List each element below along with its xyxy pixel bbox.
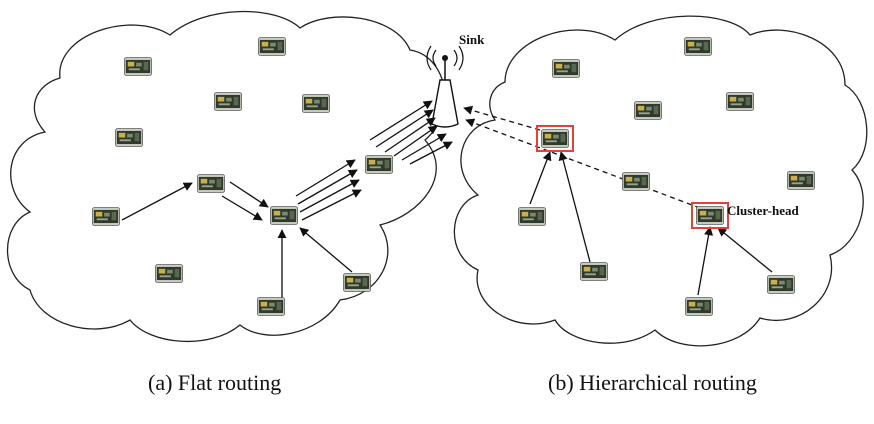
diagram-canvas: Sink — [7, 10, 868, 347]
dashed-arrow-to-sink — [465, 118, 701, 209]
sensor-node-icon — [787, 171, 815, 190]
sensor-node-icon — [634, 101, 662, 120]
hierarchical-routing-arrows — [463, 105, 773, 296]
sensor-node-icon — [685, 297, 713, 316]
member-arrow — [529, 151, 552, 205]
flat-arrow — [384, 117, 436, 153]
flat-routing-arrows — [121, 100, 453, 298]
sensor-node-icon — [580, 262, 608, 281]
member-arrow — [697, 226, 714, 296]
sensor-node-icon — [622, 172, 650, 191]
cluster-head-label: Cluster-head — [727, 203, 800, 218]
flat-arrow — [297, 169, 358, 205]
flat-arrow — [401, 133, 447, 161]
sensor-node-icon — [541, 129, 569, 148]
flat-arrow — [229, 181, 269, 208]
sensor-node-icon — [518, 207, 546, 226]
sensor-node-icon — [214, 92, 242, 111]
sensor-node-icon — [365, 155, 393, 174]
flat-arrow — [409, 141, 453, 165]
cluster-head-node — [536, 125, 574, 152]
flat-arrow — [299, 179, 360, 213]
network-cloud-flat — [7, 10, 446, 342]
sensor-node-icon — [197, 174, 225, 193]
sensor-node-icon — [92, 207, 120, 226]
member-arrow — [558, 151, 591, 263]
flat-arrow — [299, 227, 353, 273]
flat-arrow — [393, 125, 438, 157]
sensor-node-icon — [124, 57, 152, 76]
sensor-node-icon — [155, 264, 183, 283]
flat-arrow — [121, 182, 193, 221]
sensor-node-icon — [552, 59, 580, 78]
cluster-head-node — [691, 202, 729, 229]
sink-label: Sink — [459, 32, 485, 47]
sensor-node-icon — [696, 206, 724, 225]
flat-arrow — [375, 109, 434, 148]
member-arrow — [717, 227, 773, 273]
sensor-node-icon — [343, 273, 371, 292]
sensor-node-icon — [257, 297, 285, 316]
sensor-node-icon — [767, 275, 795, 294]
flat-arrow — [221, 195, 263, 221]
sensor-node-icon — [302, 94, 330, 113]
caption-hierarchical-routing: (b) Hierarchical routing — [548, 370, 757, 395]
flat-arrow — [295, 159, 356, 197]
dashed-arrow-to-sink — [463, 105, 541, 131]
sensor-node-icon — [684, 37, 712, 56]
caption-flat-routing: (a) Flat routing — [148, 370, 282, 395]
flat-arrow — [301, 189, 362, 221]
sensor-node-icon — [270, 206, 298, 225]
network-cloud-hierarchical — [453, 15, 868, 347]
sensor-node-icon — [115, 128, 143, 147]
sensor-node-icon — [726, 92, 754, 111]
sensor-node-icon — [258, 37, 286, 56]
flat-arrow — [369, 100, 433, 141]
